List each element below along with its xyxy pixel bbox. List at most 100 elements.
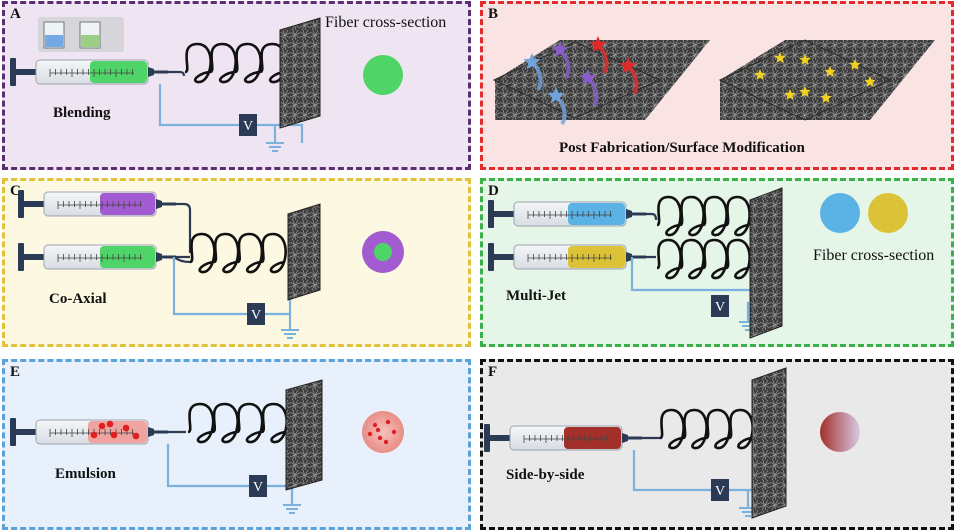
voltage-label: V: [715, 484, 725, 499]
circuit-wire: [158, 84, 296, 127]
emulsion-droplet: [90, 431, 98, 439]
surface-modification-art: [492, 36, 935, 126]
components-layer: V V V V V: [10, 17, 935, 519]
ground-icon: [283, 504, 301, 514]
star-icon: [820, 92, 832, 103]
star-tail: [558, 99, 567, 126]
plunger-head: [488, 200, 494, 228]
voltage-source: [711, 295, 729, 317]
graduation-marks: [527, 211, 612, 219]
emulsion-droplet: [110, 431, 118, 439]
star-tail: [630, 69, 639, 96]
emulsion-droplet: [132, 432, 140, 440]
needle: [628, 436, 642, 440]
voltage-label: V: [243, 119, 253, 134]
star-tail: [600, 48, 609, 75]
beaker-liquid: [81, 35, 99, 47]
coil-icon: [184, 42, 287, 84]
ground-icon: [281, 329, 299, 339]
panel-label: B: [488, 6, 499, 22]
panel-label: A: [10, 6, 21, 22]
coil-icon: [187, 402, 288, 444]
collector-mesh-icon: [279, 17, 321, 129]
cross-section-emulsion: [362, 411, 404, 453]
panel-label: F: [488, 364, 498, 380]
multi-jet-setup: V: [488, 187, 908, 339]
emulsion-droplet: [106, 420, 114, 428]
star-tail: [562, 53, 571, 80]
needle-hub: [156, 252, 162, 262]
syringe-fluid: [90, 61, 147, 83]
voltage-label: V: [253, 480, 263, 495]
plunger-head: [18, 190, 24, 218]
collector-mesh-icon: [287, 203, 321, 301]
syringe-fluid: [88, 421, 147, 443]
syringe-fluid: [100, 193, 155, 215]
star-icon: [799, 86, 811, 97]
voltage-label: V: [251, 308, 261, 323]
graduation-marks: [527, 254, 612, 262]
feed-tube: [176, 202, 192, 259]
circuit-wire: [172, 257, 292, 316]
side-by-side-setup: V: [484, 367, 860, 519]
syringe-fluid: [100, 246, 155, 268]
circuit-wire: [166, 444, 294, 488]
plunger-rod: [490, 435, 510, 441]
star-icon: [799, 54, 811, 65]
needle-hub: [622, 433, 628, 443]
panel-label: D: [488, 183, 499, 199]
fiber-mat-b: [718, 39, 892, 121]
star-tail: [534, 65, 543, 92]
star-icon: [824, 66, 836, 77]
coil-icon: [659, 408, 754, 450]
syringe-fluid: [568, 246, 625, 268]
plunger-rod: [494, 211, 514, 217]
voltage-label: V: [715, 300, 725, 315]
star-icon: [864, 76, 876, 87]
cross-section-jet-2: [868, 193, 908, 233]
emulsion-droplet: [98, 422, 106, 430]
cross-section-solid: [363, 55, 403, 95]
cross-section-core: [374, 243, 392, 261]
star-icon: [784, 89, 796, 100]
plunger-head: [10, 58, 16, 86]
cross-section-label: Fiber cross-section: [325, 14, 447, 31]
blending-setup: V: [10, 17, 403, 152]
panel-label: C: [10, 183, 21, 199]
collector-mesh-icon: [751, 367, 787, 519]
cross-section-droplet: [372, 422, 378, 428]
needle-hub: [148, 427, 154, 437]
needle: [154, 70, 168, 74]
graduation-marks: [49, 69, 134, 77]
syringe-fluid: [564, 427, 621, 449]
panel-title: Post Fabrication/Surface Modification: [559, 140, 805, 156]
co-axial-setup: V: [18, 190, 404, 339]
plunger-rod: [494, 254, 514, 260]
plunger-head: [10, 418, 16, 446]
panel-title: Side-by-side: [506, 467, 585, 483]
circuit-wire: [632, 450, 762, 492]
cross-section-droplet: [385, 419, 391, 425]
star-icon: [551, 41, 569, 58]
cross-section-side-by-side: [820, 412, 860, 452]
plunger-rod: [16, 69, 36, 75]
syringe-fluid: [568, 203, 625, 225]
panel-label: E: [10, 364, 21, 380]
cross-section-droplet: [367, 431, 373, 437]
panel-title: Emulsion: [55, 466, 116, 482]
cross-section-label: Fiber cross-section: [813, 247, 935, 264]
star-icon: [579, 69, 597, 86]
coil-icon: [656, 195, 751, 237]
needle: [162, 202, 176, 206]
graduation-marks: [57, 254, 142, 262]
graduation-marks: [523, 435, 608, 443]
voltage-source: [239, 114, 257, 136]
star-icon: [619, 57, 637, 74]
plunger-head: [488, 243, 494, 271]
voltage-source: [711, 479, 729, 501]
plunger-rod: [16, 429, 36, 435]
emulsion-setup: V: [10, 379, 404, 514]
needle-hub: [626, 252, 632, 262]
cross-section-droplet: [383, 439, 389, 445]
